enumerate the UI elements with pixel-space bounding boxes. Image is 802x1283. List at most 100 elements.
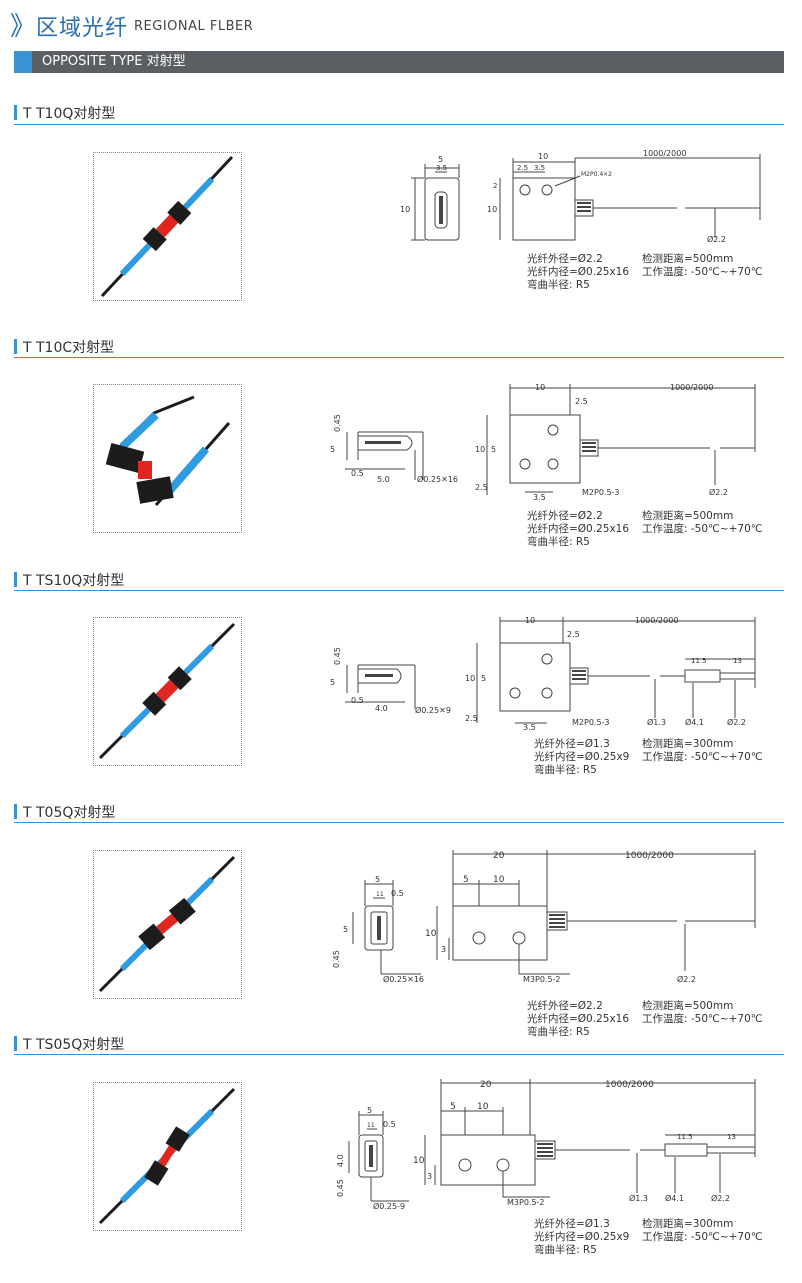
section-marker xyxy=(14,105,17,120)
spec-bend: 弯曲半径: R5 xyxy=(527,536,590,548)
section-divider xyxy=(14,1054,784,1055)
dim-label: 10 xyxy=(465,674,475,683)
dim-label: 1000/2000 xyxy=(643,150,686,158)
dim-label: 11.5 xyxy=(677,1133,693,1141)
dim-label: 0.45 xyxy=(333,647,342,665)
banner-accent xyxy=(14,51,32,73)
dim-label: 20 xyxy=(480,1080,492,1090)
section-title: T TS10Q对射型 xyxy=(14,572,124,590)
dim-label: Ø0.25✕16 xyxy=(417,474,458,484)
dim-label: Ø4.1 xyxy=(685,717,704,727)
section-title: T T10C对射型 xyxy=(14,339,114,357)
spec-inner: 光纤内径=Ø0.25x16 xyxy=(527,266,630,278)
section-divider xyxy=(14,822,784,823)
dim-label: 4.0 xyxy=(336,1154,345,1167)
dim-label: 10 xyxy=(477,1102,489,1112)
spec-temp: 工作温度: -50℃~+70℃ xyxy=(642,266,763,278)
dim-label: 2.5 xyxy=(465,714,478,723)
dim-label: M3P0.5-2 xyxy=(507,1198,545,1207)
dim-label: 2.5 xyxy=(517,164,528,172)
spec-temp: 工作温度: -50℃~+70℃ xyxy=(642,1231,763,1243)
section-marker xyxy=(14,339,17,354)
spec-outer: 光纤外径=Ø1.3 xyxy=(534,1218,610,1230)
dim-label: 0.5 xyxy=(383,1120,396,1129)
dim-label: 3.5 xyxy=(534,164,545,172)
spec-distance: 检测距离=300mm xyxy=(642,738,734,750)
dim-label: M2P0.4×2 xyxy=(581,171,612,178)
dimension-drawing: 0.45 5 0.5 5.0 Ø0.25✕16 10 2.5 1000/2000… xyxy=(330,383,756,502)
product-photo xyxy=(93,850,242,999)
product-photo xyxy=(93,384,242,533)
section-divider xyxy=(14,124,784,125)
dim-label: 10 xyxy=(475,445,485,454)
dim-label: 10 xyxy=(535,383,545,392)
spec-inner: 光纤内径=Ø0.25x9 xyxy=(534,751,630,763)
dim-label: 3.5 xyxy=(436,164,447,172)
dim-label: Ø2.2 xyxy=(677,974,696,984)
dim-label: Ø0.25✕9 xyxy=(415,705,451,715)
dim-label: 0.5 xyxy=(351,696,364,705)
dim-label: 5 xyxy=(438,155,443,164)
dim-label: M2P0.5-3 xyxy=(572,718,610,727)
fiber-illustration xyxy=(98,1087,236,1225)
spec-bend: 弯曲半径: R5 xyxy=(534,1244,597,1256)
dim-label: 0.5 xyxy=(391,889,404,898)
spec-temp: 工作温度: -50℃~+70℃ xyxy=(642,751,763,763)
dim-label: 1000/2000 xyxy=(670,383,713,392)
chevron-icon: 》 xyxy=(10,12,37,42)
dim-label: 1000/2000 xyxy=(635,616,678,625)
spec-distance: 检测距离=300mm xyxy=(642,1218,734,1230)
dim-label: M3P0.5-2 xyxy=(523,975,561,984)
dim-label: 3.5 xyxy=(533,493,546,502)
product-photo xyxy=(93,1082,242,1231)
dim-label: 13 xyxy=(727,1133,736,1141)
dim-label: Ø1.3 xyxy=(647,717,666,727)
product-photo xyxy=(93,617,242,766)
dim-label: 20 xyxy=(493,851,505,861)
banner-bar xyxy=(14,51,784,73)
section-title: T TS05Q对射型 xyxy=(14,1036,124,1054)
section-title-text: T T05Q对射型 xyxy=(23,805,116,821)
dim-label: 11 xyxy=(376,891,384,898)
section-title-text: T T10Q对射型 xyxy=(23,106,116,122)
page-title: 区域光纤 xyxy=(36,16,129,41)
dim-label: 13 xyxy=(733,657,742,665)
spec-distance: 检测距离=500mm xyxy=(642,253,734,265)
spec-distance: 检测距离=500mm xyxy=(642,510,734,522)
dim-label: 0.45 xyxy=(336,1179,345,1197)
spec-outer: 光纤外径=Ø1.3 xyxy=(534,738,610,750)
spec-bend: 弯曲半径: R5 xyxy=(527,1026,590,1038)
dim-label: Ø2.2 xyxy=(711,1193,730,1203)
spec-inner: 光纤内径=Ø0.25x9 xyxy=(534,1231,630,1243)
section-title-text: T T10C对射型 xyxy=(23,340,115,356)
dim-label: 4.0 xyxy=(375,704,388,713)
fiber-illustration xyxy=(105,395,231,506)
dimension-drawing: 5 11 0.5 5 0.45 Ø0.25✕16 20 1000/2000 5 … xyxy=(332,850,756,984)
page-title-en: REGIONAL FLBER xyxy=(134,19,254,34)
spec-bend: 弯曲半径: R5 xyxy=(527,279,590,291)
spec-bend: 弯曲半径: R5 xyxy=(534,764,597,776)
section-divider xyxy=(14,357,784,358)
dim-label: 11.5 xyxy=(691,657,707,665)
dim-label: 1000/2000 xyxy=(625,851,674,861)
spec-temp: 工作温度: -50℃~+70℃ xyxy=(642,523,763,535)
dim-label: 5 xyxy=(491,445,496,454)
dim-label: 2.5 xyxy=(475,483,488,492)
dim-label: Ø2.2 xyxy=(707,234,726,244)
dim-label: 5 xyxy=(463,875,469,885)
dim-label: 11 xyxy=(367,1122,375,1129)
spec-inner: 光纤内径=Ø0.25x16 xyxy=(527,1013,630,1025)
product-photo xyxy=(93,152,242,301)
dim-label: 2.5 xyxy=(567,630,580,639)
fiber-illustration xyxy=(98,622,236,760)
spec-distance: 检测距离=500mm xyxy=(642,1000,734,1012)
dim-label: 10 xyxy=(525,616,535,625)
spec-inner: 光纤内径=Ø0.25x16 xyxy=(527,523,630,535)
dim-label: 10 xyxy=(493,875,505,885)
dim-label: 10 xyxy=(400,205,410,214)
section-marker xyxy=(14,804,17,819)
dim-label: 5.0 xyxy=(377,475,390,484)
dim-label: 5 xyxy=(343,925,348,934)
dim-label: 2 xyxy=(493,182,497,190)
spec-outer: 光纤外径=Ø2.2 xyxy=(527,1000,603,1012)
